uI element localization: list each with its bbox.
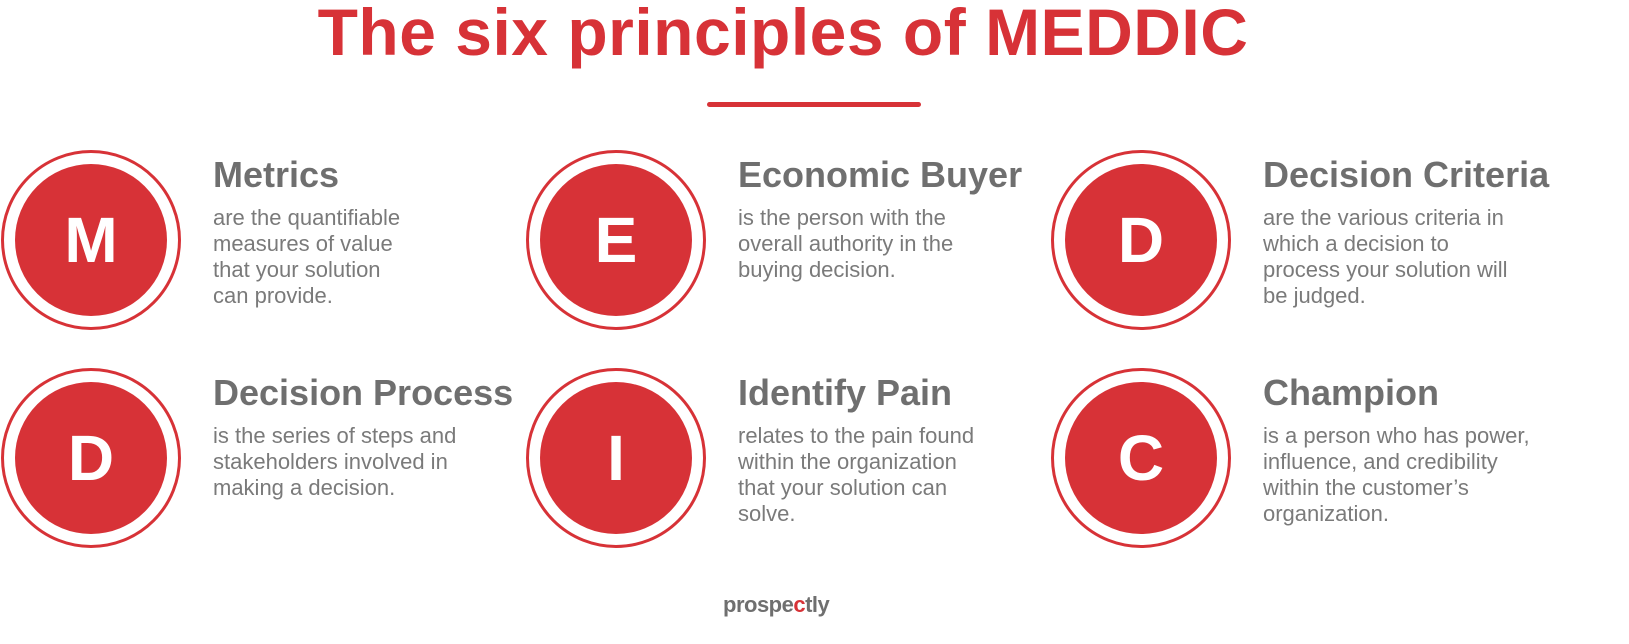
principle-heading: Decision Process: [213, 372, 514, 413]
principle-description: is a person who has power,influence, and…: [1263, 423, 1530, 526]
prospectly-logo: prospectly: [723, 592, 830, 617]
principle-heading: Economic Buyer: [738, 154, 1023, 195]
letter-ring-icon: [1051, 368, 1231, 548]
principle-heading: Identify Pain: [738, 372, 953, 413]
letter-ring-icon: [526, 150, 706, 330]
letter-badge: M: [15, 164, 167, 316]
letter-badge: D: [1065, 164, 1217, 316]
letter-ring-icon: [1051, 150, 1231, 330]
letter-ring-icon: [1, 368, 181, 548]
principle-heading: Champion: [1263, 372, 1439, 413]
letter-badge: I: [540, 382, 692, 534]
principle-decision-criteria: D Decision Criteria are the various crit…: [1050, 149, 1570, 349]
letter-badge: D: [15, 382, 167, 534]
principle-heading: Metrics: [213, 154, 340, 195]
letter-badge: E: [540, 164, 692, 316]
letter-ring-icon: [526, 368, 706, 548]
principle-decision-process: D Decision Process is the series of step…: [0, 367, 520, 567]
principle-champion: C Champion is a person who has power,inf…: [1050, 367, 1570, 567]
letter-ring-icon: [1, 150, 181, 330]
title-divider: [707, 102, 921, 107]
page-title: The six principles of MEDDIC: [317, 0, 1249, 69]
principle-heading: Decision Criteria: [1263, 154, 1550, 195]
principle-identify-pain: I Identify Pain relates to the pain foun…: [525, 367, 1045, 567]
letter-badge: C: [1065, 382, 1217, 534]
